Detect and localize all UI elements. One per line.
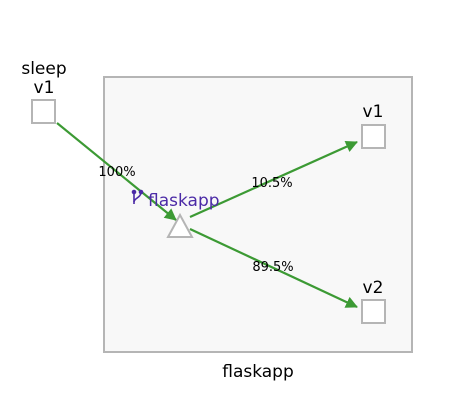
service-node-flaskapp[interactable]: flaskapp: [131, 189, 220, 238]
source-app-label: sleep: [21, 59, 66, 79]
edge-label-10-5: 10.5%: [251, 176, 292, 191]
target-workload-v2-node[interactable]: [361, 299, 386, 324]
edge-flaskapp-to-v2[interactable]: [189, 228, 358, 308]
service-label: flaskapp: [148, 191, 220, 211]
group-label: flaskapp: [222, 362, 294, 382]
service-triangle-icon: [166, 212, 194, 238]
edge-flaskapp-to-v1[interactable]: [189, 140, 358, 219]
edge-label-100: 100%: [98, 165, 135, 180]
source-version-label: v1: [34, 78, 55, 98]
group-box-flaskapp[interactable]: [103, 76, 413, 353]
target-workload-v1-node[interactable]: [361, 124, 386, 149]
branch-icon: [131, 189, 144, 204]
target-v1-version-label: v1: [363, 102, 384, 122]
edge-sleep-to-flaskapp[interactable]: [56, 122, 177, 221]
edge-label-89-5: 89.5%: [252, 260, 293, 275]
target-v2-version-label: v2: [363, 278, 384, 298]
source-workload-node[interactable]: [31, 99, 56, 124]
